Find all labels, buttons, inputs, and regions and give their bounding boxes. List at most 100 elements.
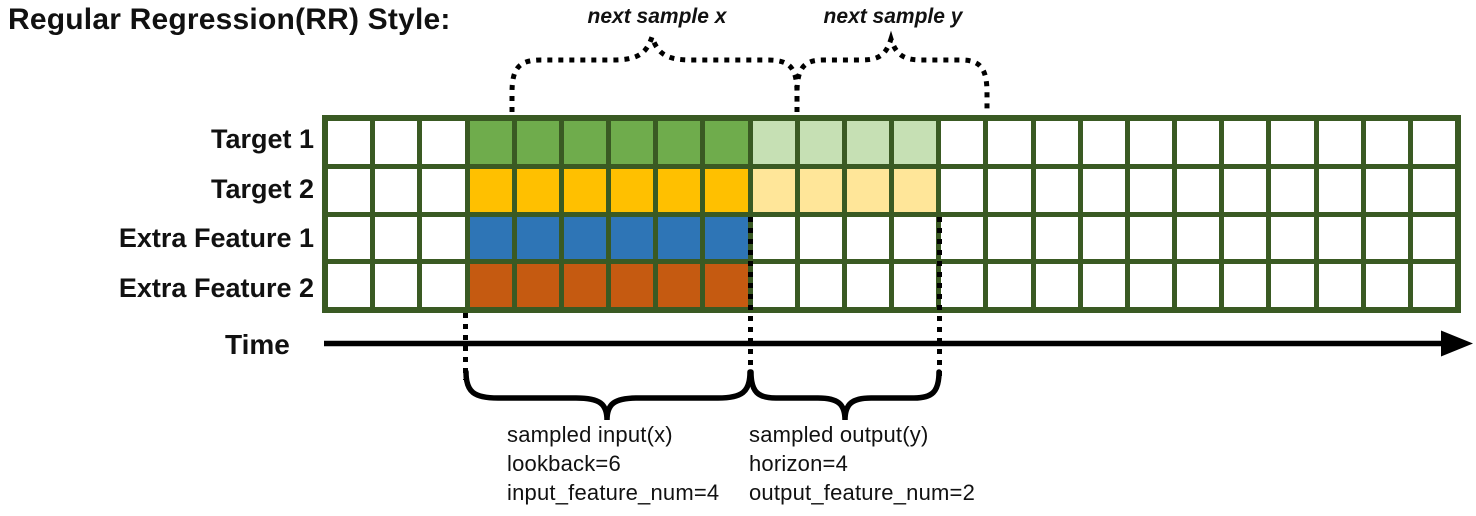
- grid-cell: [516, 216, 559, 260]
- grid-cell: [799, 216, 842, 260]
- annotation-line: output_feature_num=2: [749, 480, 976, 505]
- grid-cell: [1318, 121, 1361, 164]
- sample-grid: [322, 115, 1461, 313]
- next-sample-y-brace: [794, 30, 990, 112]
- grid-cell: [469, 264, 512, 307]
- grid-cell: [1082, 121, 1125, 164]
- grid-cell: [328, 216, 371, 260]
- annotation-line: horizon=4: [749, 451, 849, 476]
- grid-cell: [375, 121, 418, 164]
- grid-cell: [469, 168, 512, 212]
- grid-cell: [469, 121, 512, 164]
- diagram-title: Regular Regression(RR) Style:: [8, 3, 451, 36]
- grid-cell: [328, 264, 371, 307]
- annotation-line: lookback=6: [507, 451, 621, 476]
- grid-cell: [375, 216, 418, 260]
- grid-cell: [1318, 264, 1361, 307]
- grid-cell: [658, 216, 701, 260]
- row-label: Target 1: [210, 124, 314, 155]
- grid-cell: [1412, 168, 1455, 212]
- grid-cell: [705, 168, 748, 212]
- grid-cell: [894, 264, 937, 307]
- grid-cell: [846, 168, 889, 212]
- grid-cell: [1412, 216, 1455, 260]
- output-region-brace: [748, 369, 942, 421]
- grid-cell: [1177, 168, 1220, 212]
- grid-cell: [469, 216, 512, 260]
- grid-cell: [375, 168, 418, 212]
- grid-cell: [941, 121, 984, 164]
- grid-cell: [563, 121, 606, 164]
- grid-cell: [611, 121, 654, 164]
- grid-cell: [1177, 264, 1220, 307]
- grid-cell: [328, 168, 371, 212]
- grid-cell: [846, 264, 889, 307]
- grid-cell: [1129, 216, 1172, 260]
- row-label: Extra Feature 2: [118, 272, 314, 303]
- grid-cell: [516, 121, 559, 164]
- grid-cell: [516, 264, 559, 307]
- next-sample-x-brace: [509, 29, 800, 112]
- grid-cell: [1035, 264, 1078, 307]
- grid-cell: [894, 168, 937, 212]
- grid-cell: [846, 216, 889, 260]
- grid-cell: [988, 216, 1031, 260]
- grid-cell: [658, 168, 701, 212]
- grid-cell: [752, 168, 795, 212]
- grid-cell: [1129, 264, 1172, 307]
- grid-cell: [658, 121, 701, 164]
- grid-cell: [611, 168, 654, 212]
- grid-cell: [752, 264, 795, 307]
- grid-cell: [941, 168, 984, 212]
- grid-cell: [1224, 264, 1267, 307]
- grid-cell: [611, 216, 654, 260]
- row-labels: Target 1 Target 2 Extra Feature 1 Extra …: [0, 115, 314, 313]
- grid-cell: [752, 121, 795, 164]
- grid-cell: [1035, 121, 1078, 164]
- grid-cell: [941, 216, 984, 260]
- grid-cell: [799, 264, 842, 307]
- grid-cell: [658, 264, 701, 307]
- grid-cell: [894, 216, 937, 260]
- grid-cell: [1271, 121, 1314, 164]
- input-region-brace: [463, 369, 753, 421]
- grid-cell: [1365, 264, 1408, 307]
- grid-cell: [1271, 168, 1314, 212]
- annotation-line: sampled input(x): [507, 422, 673, 447]
- grid-cell: [1224, 216, 1267, 260]
- grid-cell: [1365, 121, 1408, 164]
- row-label: Extra Feature 1: [118, 223, 314, 254]
- grid-cell: [988, 168, 1031, 212]
- grid-cell: [1318, 168, 1361, 212]
- grid-cell: [1365, 168, 1408, 212]
- grid-cell: [1365, 216, 1408, 260]
- grid-cell: [1412, 121, 1455, 164]
- grid-cell: [988, 121, 1031, 164]
- grid-cell: [1082, 216, 1125, 260]
- grid-cell: [1271, 264, 1314, 307]
- grid-cell: [799, 121, 842, 164]
- row-label: Target 2: [210, 173, 314, 204]
- annotation-line: input_feature_num=4: [507, 480, 720, 505]
- grid-cell: [1318, 216, 1361, 260]
- grid-cell: [1271, 216, 1314, 260]
- grid-cell: [1035, 216, 1078, 260]
- grid-cell: [846, 121, 889, 164]
- input-annotation: sampled input(x) lookback=6 input_featur…: [507, 420, 719, 507]
- grid-cell: [328, 121, 371, 164]
- grid-cell: [799, 168, 842, 212]
- grid-cell: [1082, 264, 1125, 307]
- grid-cell: [563, 264, 606, 307]
- grid-cell: [705, 216, 748, 260]
- next-sample-y-label: next sample y: [823, 5, 963, 28]
- grid-cell: [1035, 168, 1078, 212]
- grid-cell: [422, 121, 465, 164]
- grid-cell: [1129, 168, 1172, 212]
- grid-cell: [611, 264, 654, 307]
- grid-cell: [422, 216, 465, 260]
- grid-cell: [516, 168, 559, 212]
- grid-cell: [752, 216, 795, 260]
- annotation-line: sampled output(y): [749, 422, 929, 447]
- grid-cell: [1412, 264, 1455, 307]
- time-axis-arrowhead: [1441, 330, 1473, 357]
